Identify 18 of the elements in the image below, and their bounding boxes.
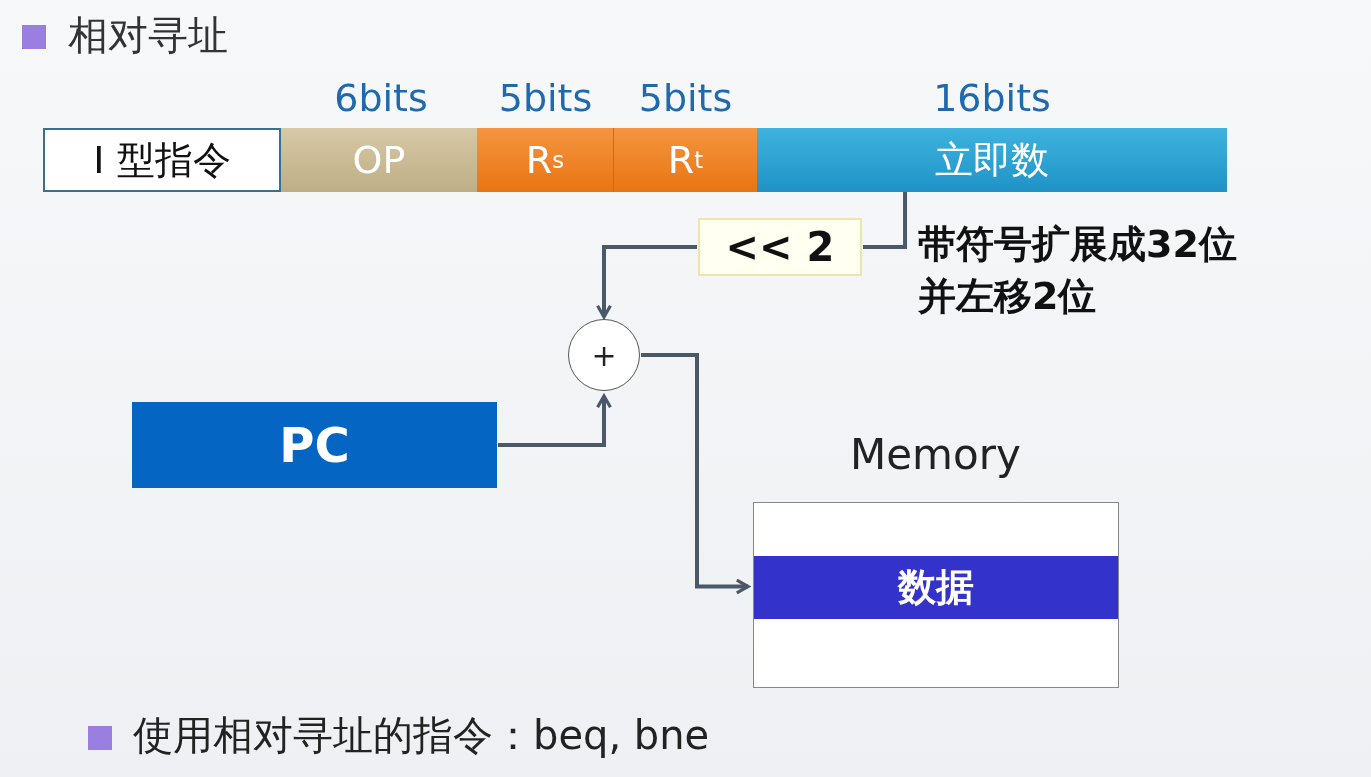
connector-arrow [498,394,612,447]
bullet-text: 使用相对寻址的指令：beq, bne [133,711,710,760]
bit-width-label: 5bits [497,76,594,120]
slide-title: 相对寻址 [68,11,228,60]
note-text: 带符号扩展成32位并左移2位 [918,221,1238,320]
shift-box: << 2 [698,218,862,276]
connector-arrow [641,353,750,595]
instruction-type-box: I 型指令 [43,128,281,192]
connector-arrow [596,245,697,319]
immediate-field: 立即数 [757,128,1227,192]
bit-width-label: 16bits [932,76,1052,120]
data-band: 数据 [754,556,1118,619]
adder-circle: + [568,319,640,391]
op-field: OP [281,128,477,192]
bit-width-label: 5bits [637,76,734,120]
bit-width-label: 6bits [333,76,429,120]
memory-heading: Memory [850,430,1021,479]
pc-register: PC [132,402,497,488]
